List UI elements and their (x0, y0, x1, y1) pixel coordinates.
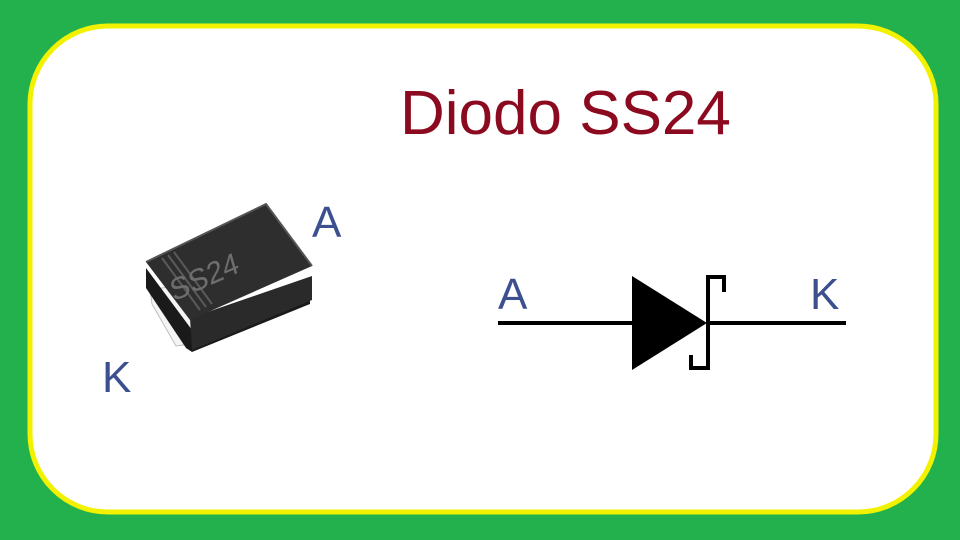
package-anode-label: A (312, 198, 342, 247)
schottky-cathode-bar (689, 275, 726, 370)
cathode-band-line (173, 251, 213, 305)
page-title: Diodo SS24 (400, 79, 731, 148)
package-front-face (190, 276, 312, 350)
package-cathode-label: K (102, 353, 132, 402)
symbol-cathode-label: K (810, 270, 840, 319)
cathode-band-line (167, 254, 207, 308)
content-panel (27, 23, 939, 515)
package-side-lower (146, 268, 310, 352)
smd-package: SS24 (145, 202, 313, 352)
symbol-anode-label: A (498, 270, 528, 319)
package-top-face (146, 204, 312, 320)
schottky-diode-symbol (498, 275, 846, 370)
diode-triangle (632, 276, 707, 370)
cathode-band-line (161, 257, 201, 311)
